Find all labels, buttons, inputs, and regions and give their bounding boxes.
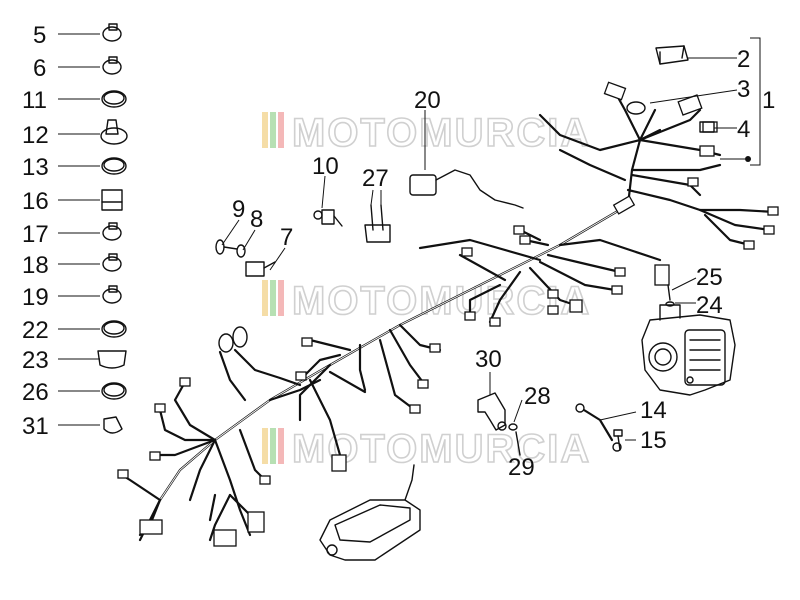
clamp-item: 6 (33, 55, 122, 82)
clamp-part (101, 382, 127, 400)
clamp-item: 5 (33, 22, 122, 49)
clamp-part (101, 320, 127, 338)
throttle-body (641, 304, 736, 396)
watermark-text: MOTOMURCIA (292, 111, 591, 155)
small-connector (699, 121, 715, 133)
clamp-item: 31 (22, 413, 123, 440)
callout-29: 29 (508, 454, 535, 481)
callout-14: 14 (640, 397, 667, 424)
clamp-item: 26 (22, 379, 127, 406)
clamp-item: 18 (22, 252, 122, 279)
clamp-item: 12 (22, 119, 128, 149)
clamp-part (102, 23, 122, 42)
callout-30: 30 (475, 346, 502, 373)
clamp-item: 23 (22, 347, 127, 374)
clamp-part (97, 350, 127, 369)
clamp-part (101, 90, 127, 108)
callout-6: 6 (33, 55, 46, 82)
callout-3: 3 (737, 76, 750, 103)
callout-7: 7 (280, 224, 293, 251)
left-harness-branches (117, 377, 271, 547)
clamp-part (100, 119, 128, 145)
clamp-part (101, 157, 127, 175)
throttle-screw-washer (665, 284, 675, 307)
clamp-part (103, 416, 123, 434)
clamp-item: 16 (22, 188, 123, 215)
clamp-part (101, 189, 123, 211)
callout-12: 12 (22, 122, 49, 149)
relay-box (655, 45, 689, 65)
watermark: MOTOMURCIA (262, 110, 591, 156)
clamp-item: 19 (22, 284, 122, 311)
callout-numbers: 1 2 3 4 20 10 27 9 8 7 25 24 30 28 29 14… (232, 46, 775, 481)
clamp-item: 22 (22, 317, 127, 344)
watermark: MOTOMURCIA (262, 278, 591, 324)
callout-9: 9 (232, 196, 245, 223)
callout-16: 16 (22, 188, 49, 215)
callout-11: 11 (22, 87, 47, 114)
clamp-item: 17 (22, 221, 122, 248)
clamp-part (102, 253, 122, 272)
watermark-text: MOTOMURCIA (292, 279, 591, 323)
callout-23: 23 (22, 347, 49, 374)
callout-31: 31 (22, 413, 49, 440)
leader-lines (221, 37, 761, 441)
callout-1: 1 (762, 87, 775, 114)
callout-18: 18 (22, 252, 49, 279)
callout-8: 8 (250, 206, 263, 233)
watermark-group: MOTOMURCIA MOTOMURCIA MOTOMURCIA (262, 110, 591, 472)
watermark: MOTOMURCIA (262, 426, 590, 472)
mid-harness-branches (218, 323, 442, 472)
clamp-part (102, 56, 122, 75)
callout-22: 22 (22, 317, 49, 344)
callout-17: 17 (22, 221, 49, 248)
callout-2: 2 (737, 46, 750, 73)
front-harness-branch (538, 81, 779, 250)
callout-15: 15 (640, 427, 667, 454)
clamp-part (102, 285, 122, 304)
clamp-column: 5 6 11 12 13 16 17 18 19 22 23 26 31 (22, 22, 128, 440)
callout-24: 24 (696, 292, 723, 319)
clamp-item: 11 (22, 87, 127, 114)
clamp-part (102, 222, 122, 241)
callout-10: 10 (312, 153, 339, 180)
mounting-bracket (477, 392, 507, 431)
callout-19: 19 (22, 284, 49, 311)
main-harness-trunk (138, 108, 657, 542)
sensor-connector-cable (409, 169, 524, 209)
bracket-nut-screw (508, 423, 521, 456)
callout-25: 25 (696, 264, 723, 291)
callout-13: 13 (22, 154, 49, 181)
ground-bolt (613, 429, 623, 451)
callout-4: 4 (737, 116, 750, 143)
ecu-module (319, 464, 421, 561)
central-harness-branches (458, 225, 670, 327)
callout-26: 26 (22, 379, 49, 406)
callout-5: 5 (33, 22, 46, 49)
callout-20: 20 (414, 87, 441, 114)
screw-washer-clip (215, 239, 276, 277)
callout-28: 28 (524, 383, 551, 410)
clamp-item: 13 (22, 154, 127, 181)
screws-bracket (364, 204, 391, 243)
mounting-bolt-clip (313, 209, 343, 227)
callout-27: 27 (362, 165, 389, 192)
